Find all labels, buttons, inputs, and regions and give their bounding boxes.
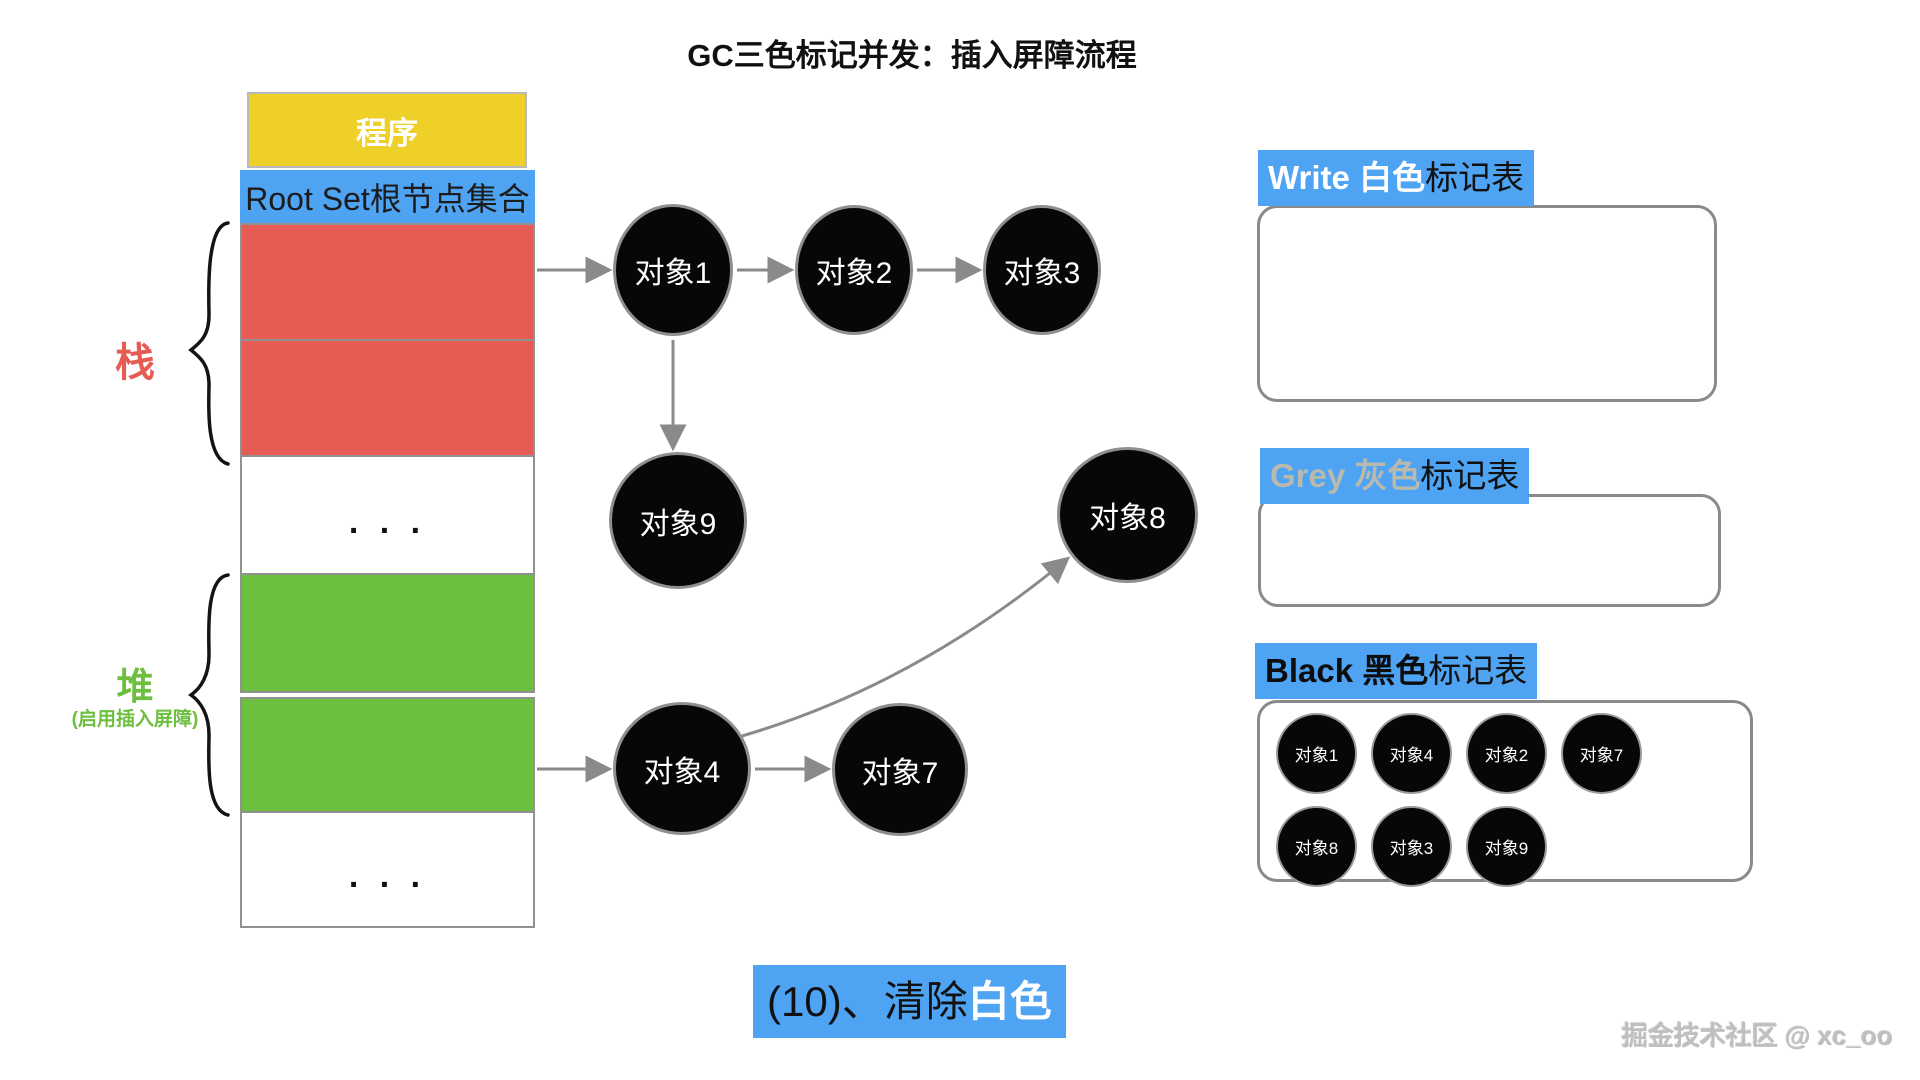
black-table-object-chip: 对象8 — [1276, 806, 1357, 887]
black-table-object-chip: 对象4 — [1371, 713, 1452, 794]
heap-label: 堆 — [116, 666, 154, 707]
black-table-object-chip: 对象9 — [1466, 806, 1547, 887]
watermark: 掘金技术社区 @ xc_oo — [1622, 1021, 1893, 1051]
step-caption-highlight: 白色 — [967, 978, 1052, 1025]
black-table-object-chip: 对象7 — [1561, 713, 1642, 794]
white-table-title-highlight: Write 白色 — [1268, 159, 1426, 196]
grey-table-title: Grey 灰色标记表 — [1260, 448, 1530, 504]
heap-note: (启用插入屏障) — [71, 709, 199, 730]
white-table-title-rest: 标记表 — [1425, 159, 1525, 196]
black-table-object-chip: 对象3 — [1371, 806, 1452, 887]
stack-slot-ellipsis: . . . — [240, 455, 535, 575]
object-node-4: 对象4 — [613, 702, 751, 835]
object-node-9: 对象9 — [609, 452, 747, 589]
object-node-1: 对象1 — [613, 204, 733, 336]
black-table-title-highlight: Black 黑色 — [1265, 652, 1429, 689]
page-title: GC三色标记并发：插入屏障流程 — [687, 38, 1137, 73]
white-table-title: Write 白色标记表 — [1258, 150, 1535, 206]
grey-table-title-rest: 标记表 — [1420, 457, 1520, 494]
stack-label: 栈 — [115, 341, 155, 385]
stack-slot-red-2 — [240, 339, 535, 457]
heap-slot-green-1 — [240, 573, 535, 693]
grey-table-box — [1258, 494, 1721, 607]
object-node-3: 对象3 — [983, 205, 1101, 335]
heap-slot-ellipsis: . . . — [240, 811, 535, 928]
step-caption: (10)、清除白色 — [753, 965, 1066, 1038]
white-table-box — [1257, 205, 1717, 402]
object-node-2: 对象2 — [795, 205, 913, 335]
object-node-7: 对象7 — [832, 703, 968, 836]
program-block: 程序 — [247, 92, 527, 168]
black-table-title: Black 黑色标记表 — [1255, 643, 1538, 699]
stack-brace — [188, 221, 230, 466]
black-table-title-rest: 标记表 — [1428, 652, 1528, 689]
heap-brace — [187, 573, 230, 817]
black-table-object-chip: 对象2 — [1466, 713, 1547, 794]
root-set-block: Root Set根节点集合 — [240, 170, 535, 224]
stack-slot-red-1 — [240, 223, 535, 341]
black-table-box: 对象1 对象4 对象2 对象7 对象8 对象3 对象9 — [1257, 700, 1753, 887]
step-caption-prefix: (10)、清除 — [767, 978, 968, 1025]
black-table-object-chip: 对象1 — [1276, 713, 1357, 794]
heap-slot-green-2 — [240, 697, 535, 813]
object-node-8: 对象8 — [1057, 447, 1198, 583]
grey-table-title-highlight: Grey 灰色 — [1270, 457, 1421, 494]
